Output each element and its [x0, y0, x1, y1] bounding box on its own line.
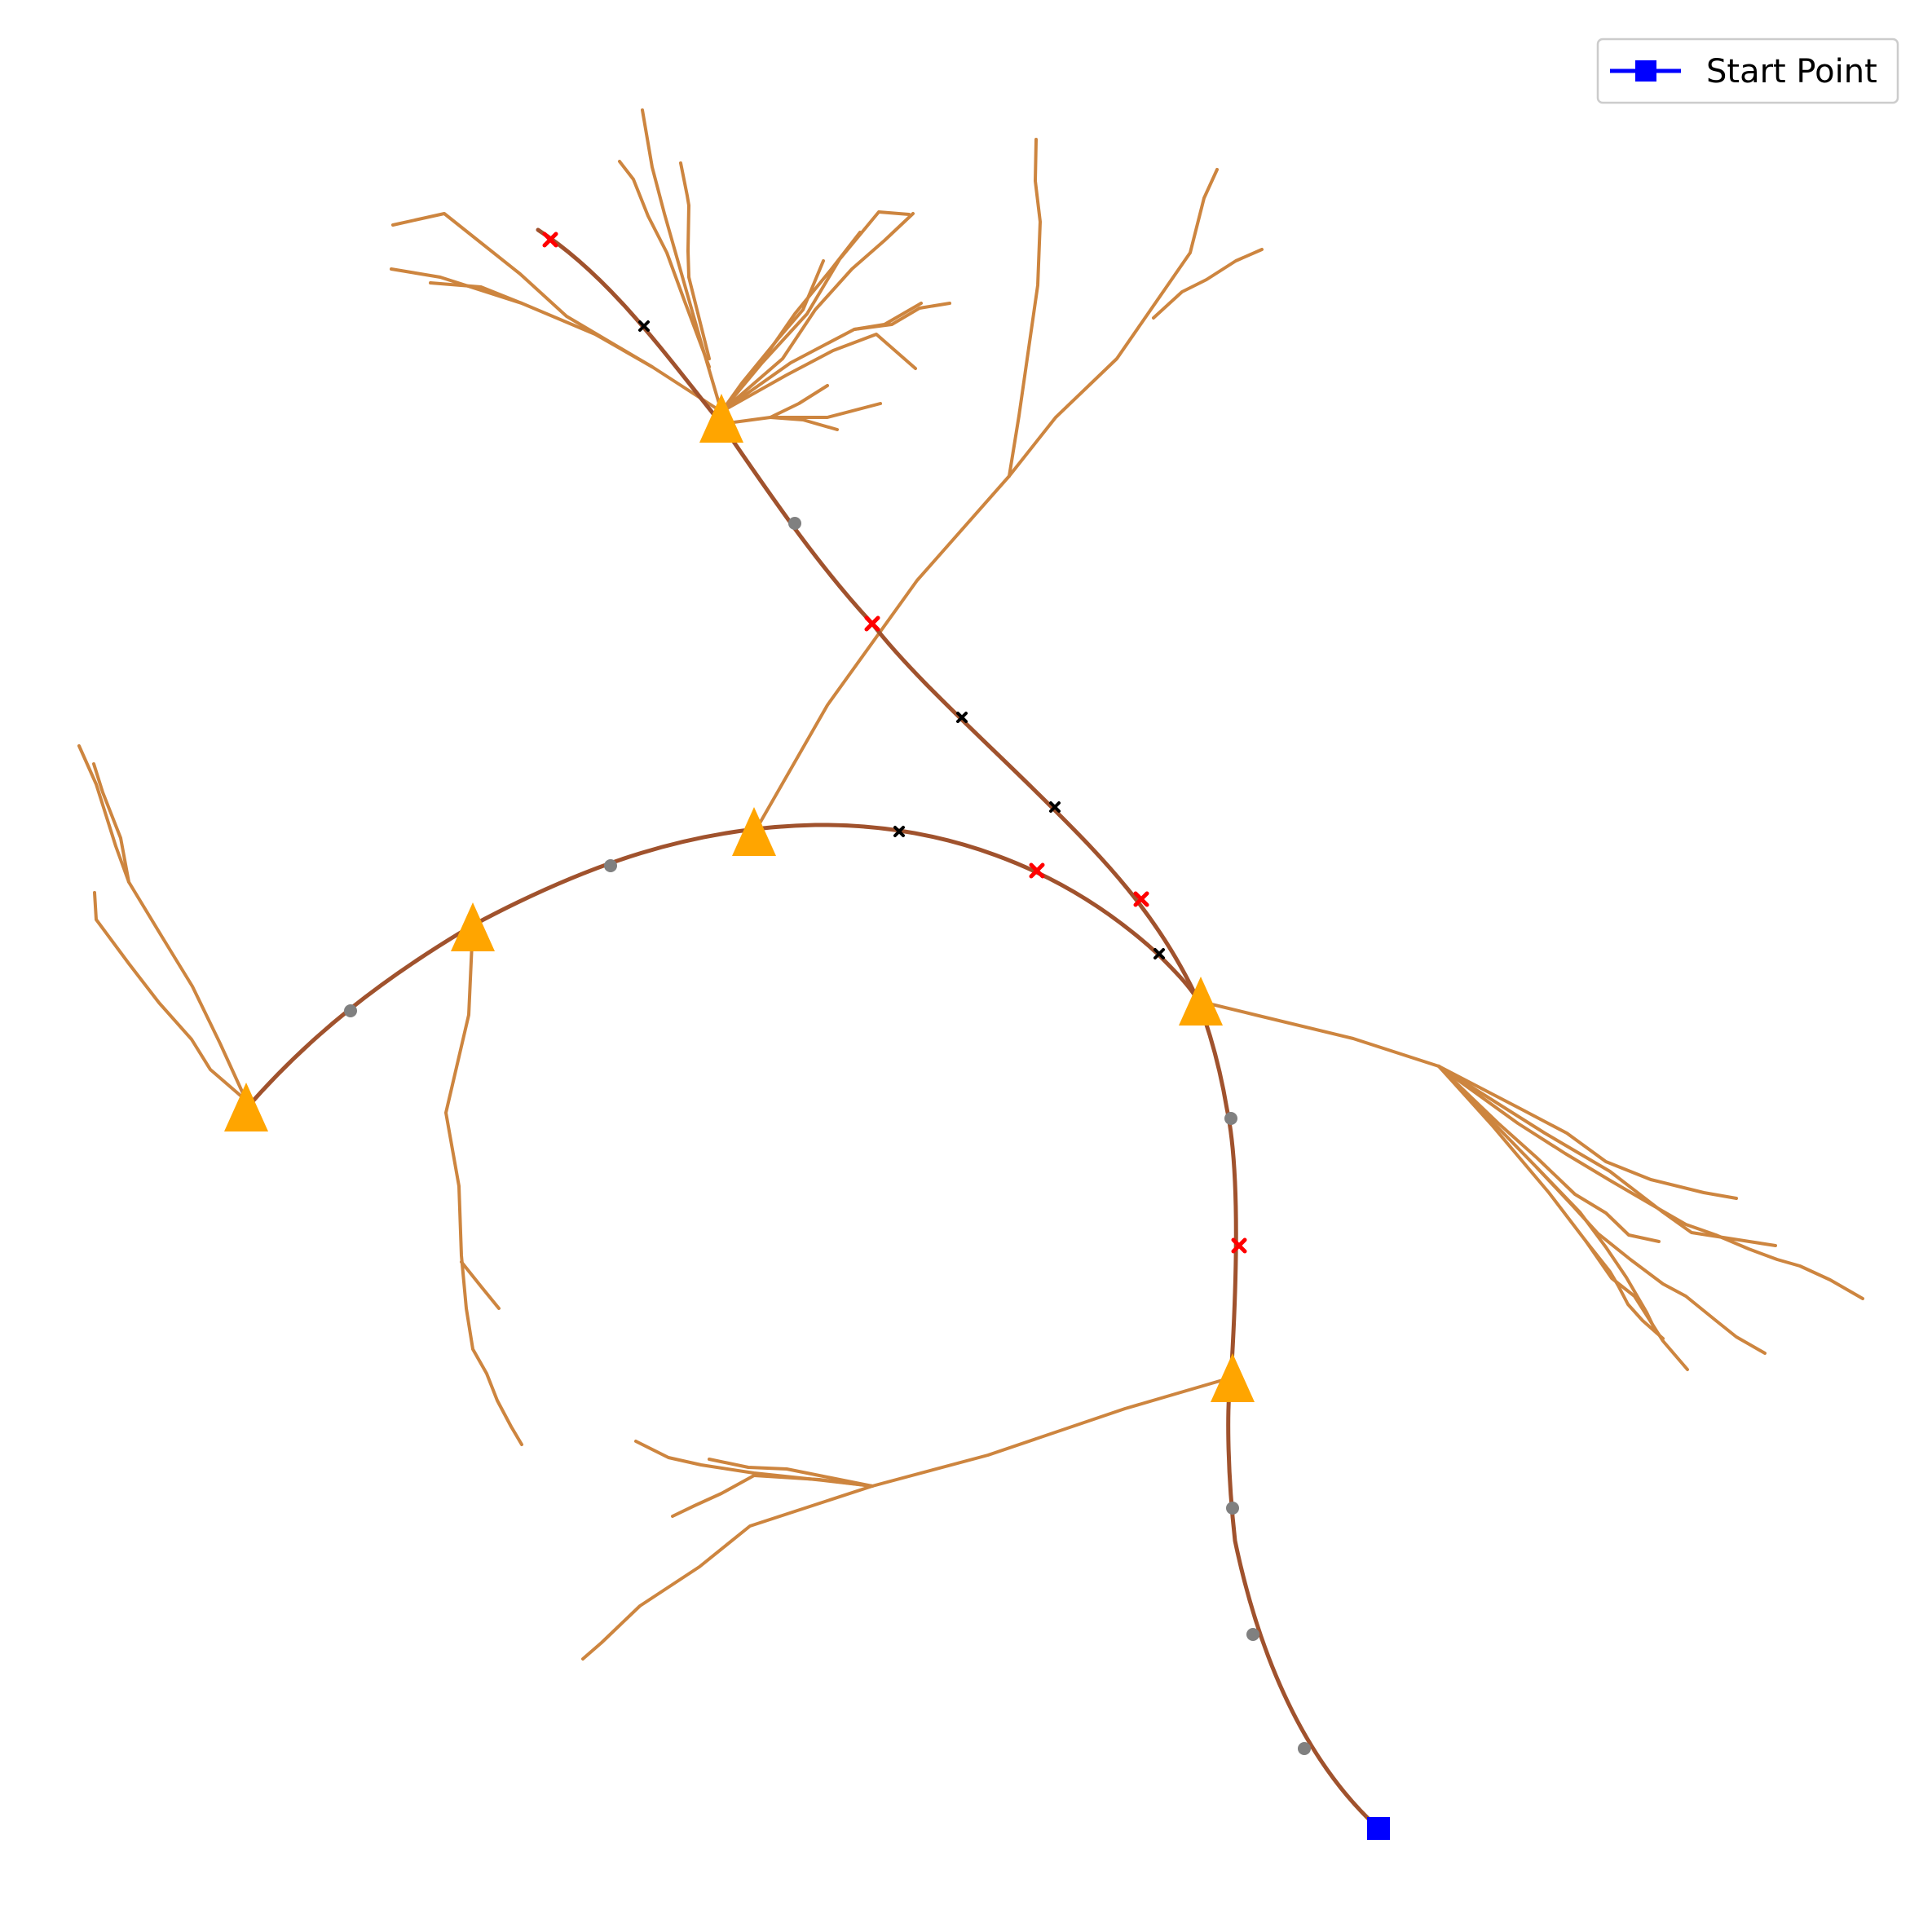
branch-line [1437, 1065, 1661, 1243]
waypoint-icon [1298, 1742, 1311, 1755]
branch-line [720, 333, 917, 413]
branch-line [1197, 999, 1738, 1200]
black-marker-icon [893, 826, 905, 837]
red-marker-icon [542, 232, 558, 248]
branch-line [1535, 1166, 1767, 1355]
branch-line [618, 160, 711, 368]
junction-icon [732, 807, 776, 856]
branch-line [1152, 248, 1264, 320]
branch-line [1584, 1239, 1665, 1340]
waypoint-icon [344, 1004, 357, 1017]
branch-line [720, 302, 951, 413]
waypoint-icon [788, 517, 801, 530]
branch-line [429, 281, 523, 305]
red-marker-icon [1029, 862, 1045, 879]
branch-line [390, 267, 723, 413]
legend-start-square-icon [1635, 60, 1656, 82]
branch-line [752, 168, 1219, 835]
branch-line [1437, 1065, 1864, 1300]
junction-icon [224, 1083, 268, 1131]
branch-line [720, 402, 882, 426]
branch-line [720, 212, 915, 413]
legend-frame [1596, 37, 1899, 104]
black-marker-icon [1153, 948, 1165, 959]
branch-line [92, 762, 248, 1102]
red-markers [542, 232, 1247, 1254]
black-marker-icon [956, 712, 968, 723]
branch-line [444, 924, 523, 1446]
waypoint-icon [1224, 1112, 1237, 1125]
branch-line [853, 302, 923, 331]
branch-line [460, 1260, 501, 1310]
branch-line [634, 1440, 874, 1488]
trunk-segment-lower [1196, 999, 1380, 1830]
black-marker-icon [638, 320, 650, 332]
black-markers [638, 320, 1165, 959]
red-marker-icon [864, 615, 880, 632]
trunk-path [244, 227, 1380, 1830]
legend: Start Point [1596, 37, 1899, 104]
junction-icon [1179, 977, 1223, 1026]
branch-line [1437, 1065, 1777, 1247]
branch-line [708, 1458, 874, 1488]
legend-start-label: Start Point [1706, 53, 1877, 90]
branch-line [679, 161, 711, 360]
branch-line [581, 1376, 1233, 1661]
waypoint-icon [604, 859, 617, 872]
trunk-segment-arc [244, 823, 1201, 1111]
waypoint-icon [1246, 1628, 1259, 1641]
junction-icon [699, 394, 743, 443]
branch-line [769, 416, 839, 431]
junction-icon [1211, 1353, 1255, 1402]
junction-icon [451, 902, 495, 951]
black-marker-icon [1049, 801, 1061, 813]
trunk-segment-upper [536, 227, 1201, 1003]
junction-markers [224, 394, 1255, 1402]
branch-line [671, 1474, 756, 1518]
red-marker-icon [1133, 891, 1149, 907]
branch-line [769, 384, 829, 419]
branch-line [1437, 1065, 1658, 1334]
branch-line [720, 210, 911, 413]
branch-lines [77, 108, 1864, 1661]
branch-line [1437, 1065, 1689, 1371]
branch-line [1008, 138, 1042, 478]
waypoint-icon [1226, 1502, 1239, 1515]
branch-line [93, 891, 248, 1102]
start-point-icon [1367, 1817, 1390, 1840]
branch-line [77, 744, 130, 884]
branch-line [720, 259, 825, 413]
waypoint-markers [344, 517, 1311, 1755]
red-marker-icon [1231, 1237, 1247, 1254]
branch-line [391, 212, 654, 368]
